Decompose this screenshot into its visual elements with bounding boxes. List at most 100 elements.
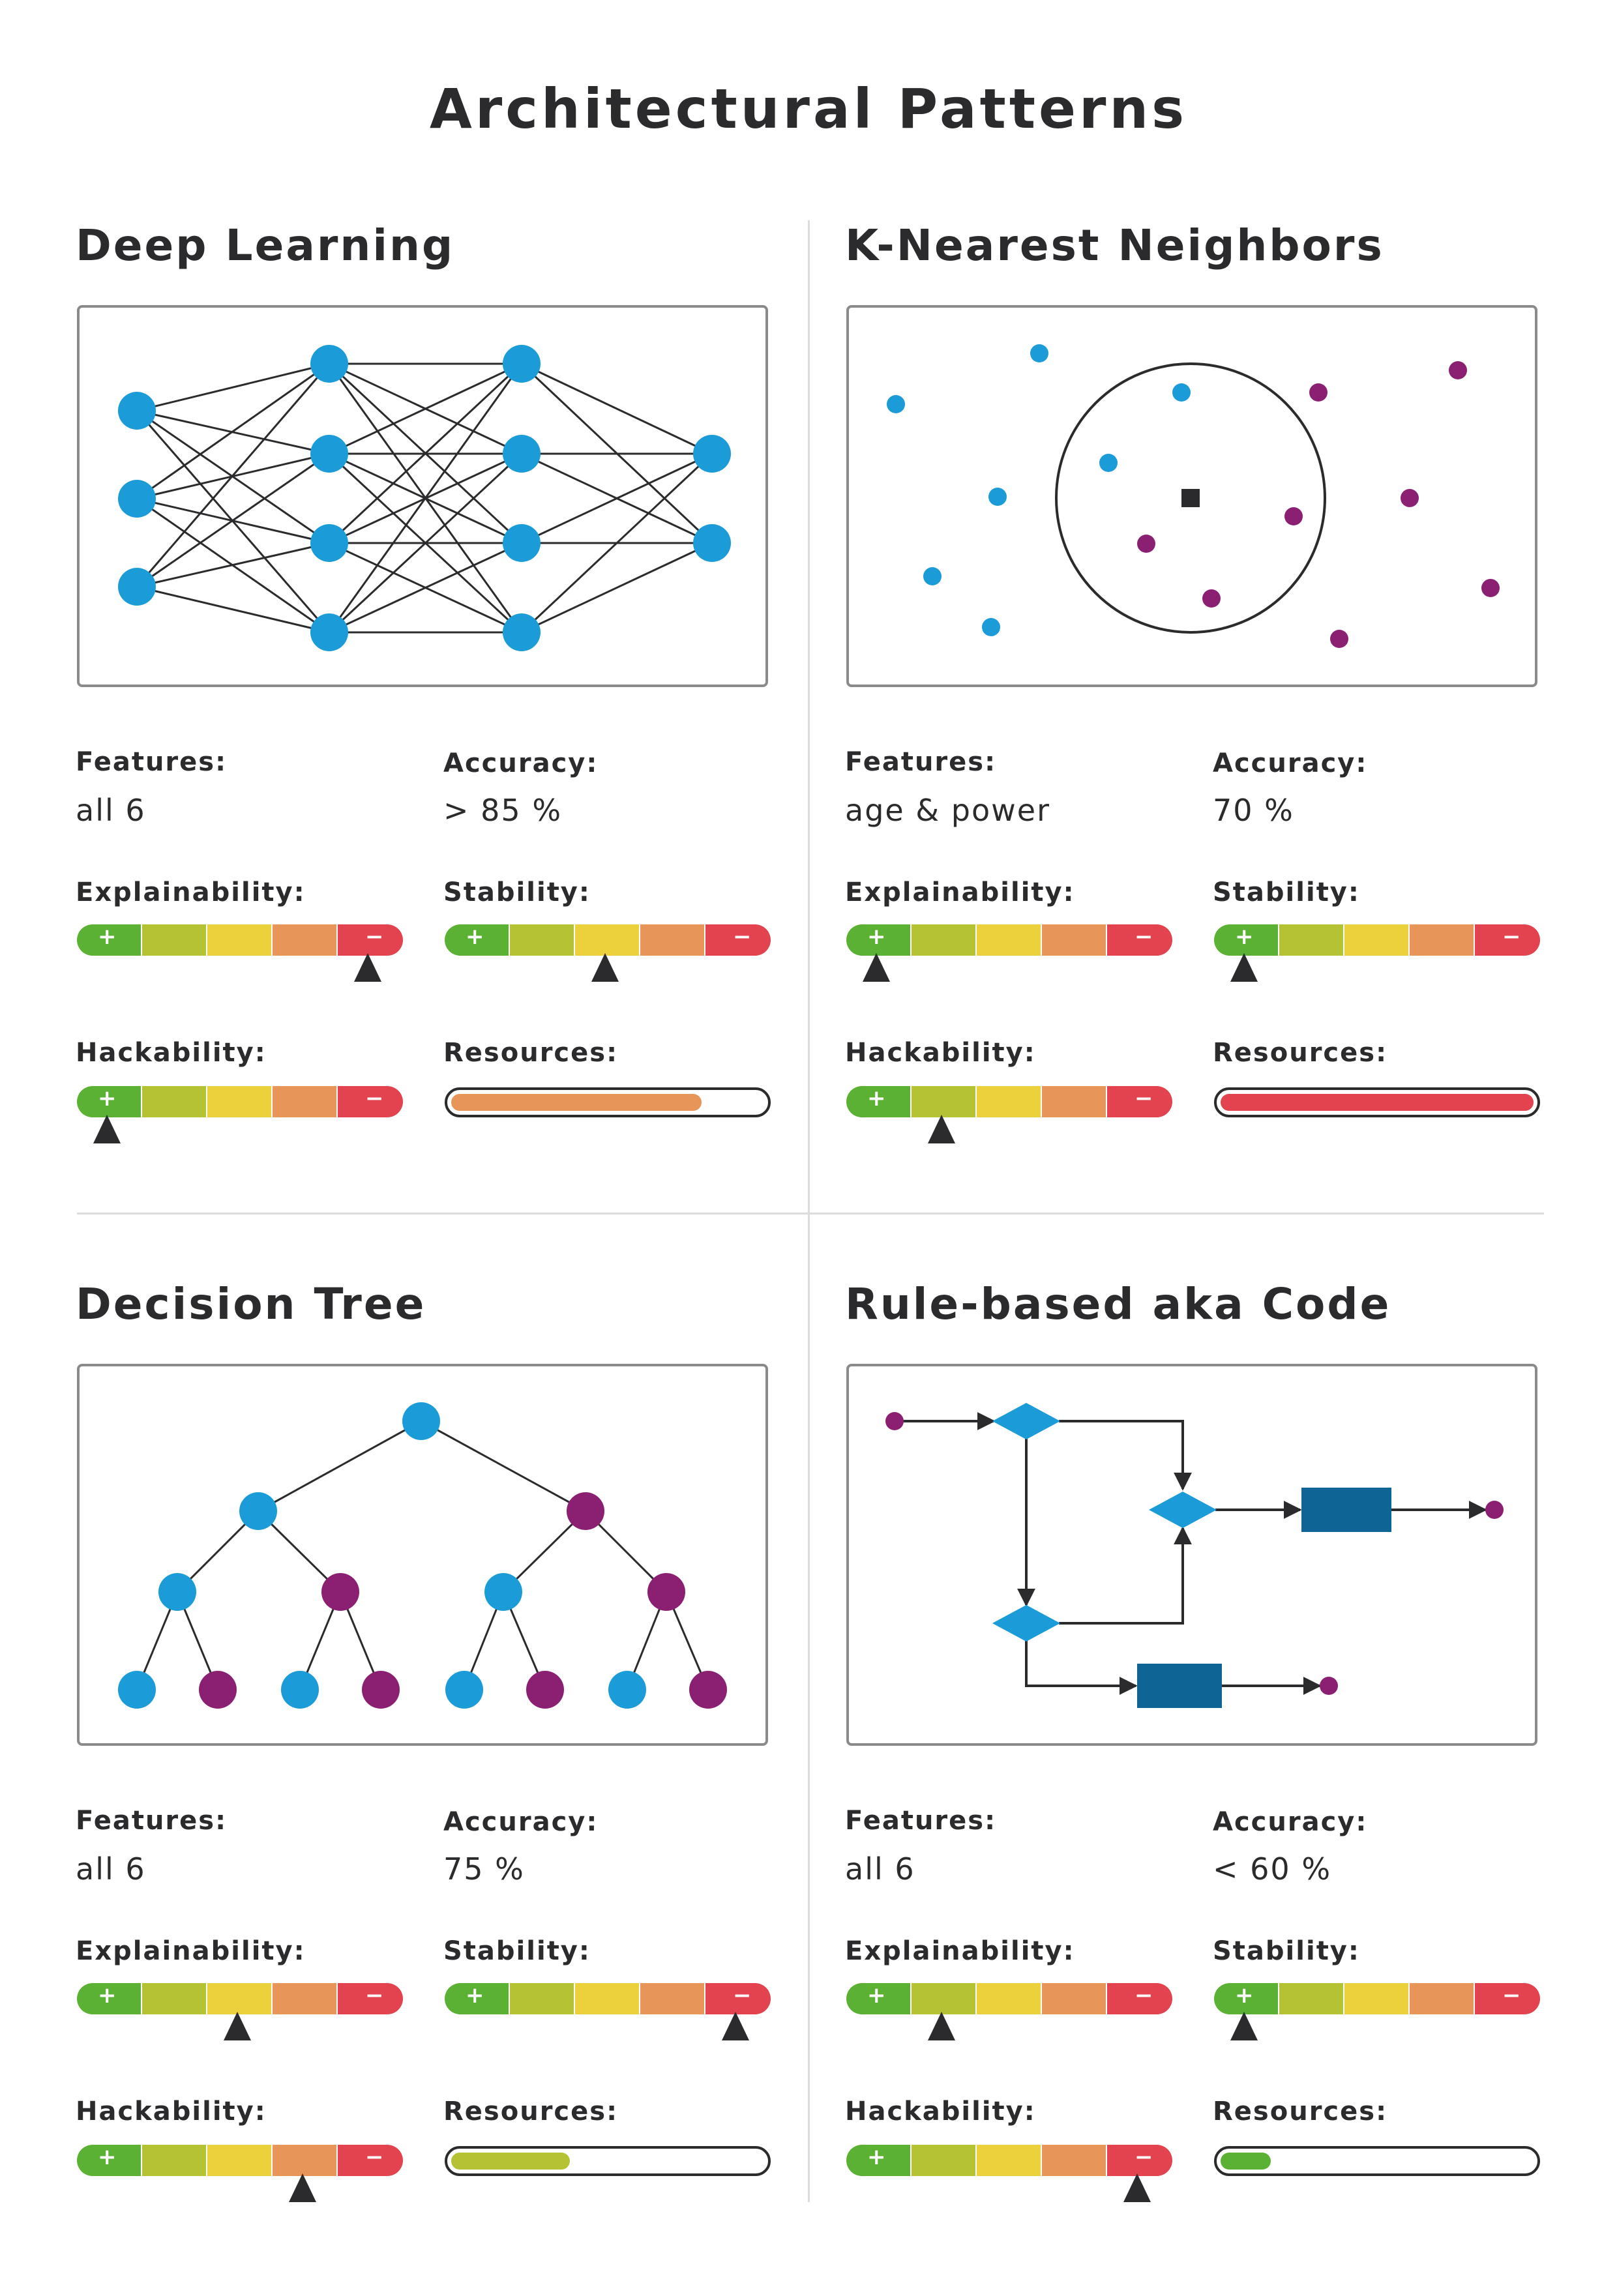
neuron-node <box>310 435 348 473</box>
stability-scale-segment <box>575 1983 639 2014</box>
hackability-scale-segment <box>273 2145 336 2176</box>
stability-scale-segment: − <box>1475 924 1540 956</box>
features-value: all 6 <box>76 1851 146 1887</box>
neuron-node <box>503 524 541 562</box>
minus-icon: − <box>365 1085 384 1111</box>
minus-icon: − <box>1135 1085 1153 1111</box>
stability-scale-segment <box>1344 1983 1408 2014</box>
plus-icon: + <box>867 2144 886 2170</box>
hackability-label: Hackability: <box>845 2097 1036 2127</box>
illustration-flowchart <box>846 1364 1537 1746</box>
flow-arrow <box>1025 1640 1138 1695</box>
resources-bar-fill <box>451 2153 570 2170</box>
hackability-pointer-icon <box>289 2173 316 2202</box>
stability-rating-scale: +− <box>445 1982 771 2048</box>
explainability-scale-segment <box>977 1983 1041 2014</box>
hackability-scale-segment <box>977 2145 1041 2176</box>
hackability-rating-scale: +− <box>846 2144 1172 2210</box>
network-connection <box>136 452 330 588</box>
blue-data-point <box>1099 454 1118 472</box>
purple-data-point <box>1202 589 1221 608</box>
accuracy-value: < 60 % <box>1213 1851 1332 1887</box>
stability-scale-segment <box>510 1983 574 2014</box>
explainability-scale-segment <box>207 924 271 956</box>
resources-label: Resources: <box>1213 2097 1388 2127</box>
tree-edge <box>257 1510 342 1593</box>
explainability-scale-segment <box>912 924 975 956</box>
resources-bar <box>1214 1087 1540 1117</box>
minus-icon: − <box>365 2144 384 2170</box>
hackability-scale-segment: − <box>338 2144 403 2176</box>
explainability-scale-segment: − <box>1107 924 1172 956</box>
minus-icon: − <box>365 924 384 950</box>
card-title: Decision Tree <box>76 1279 426 1329</box>
knn-scatter-diagram <box>887 344 1500 648</box>
tree-node <box>567 1492 604 1530</box>
network-connection <box>521 362 713 455</box>
end-point <box>1320 1677 1338 1695</box>
tree-node <box>484 1573 522 1611</box>
tree-node <box>199 1671 237 1709</box>
stability-pointer-icon <box>1230 953 1258 982</box>
neural-network-diagram <box>118 345 731 651</box>
stability-label: Stability: <box>443 1936 591 1966</box>
hackability-scale-segment <box>912 1086 975 1117</box>
explainability-rating-scale: +− <box>77 924 403 990</box>
features-label: Features: <box>845 1806 997 1836</box>
tree-edge <box>421 1420 586 1512</box>
hackability-scale-segment <box>142 1086 206 1117</box>
stability-scale-segment: + <box>445 924 509 956</box>
network-connection <box>136 362 330 500</box>
page-title: Architectural Patterns <box>429 77 1188 141</box>
hackability-scale-segment: − <box>1107 2144 1172 2176</box>
hackability-label: Hackability: <box>845 1038 1036 1068</box>
hackability-scale-segment <box>977 1086 1041 1117</box>
pattern-card-deep-learning: Deep Learning Features:Accuracy:all 6> 8… <box>76 220 773 1237</box>
neuron-node <box>118 480 156 518</box>
stability-rating-scale: +− <box>1214 924 1540 990</box>
features-value: all 6 <box>76 793 146 828</box>
hackability-pointer-icon <box>93 1115 121 1143</box>
explainability-scale-segment <box>273 1983 336 2014</box>
explainability-label: Explainability: <box>76 877 306 907</box>
accuracy-label: Accuracy: <box>1213 748 1368 778</box>
hackability-pointer-icon <box>928 1115 955 1143</box>
hackability-scale-segment: − <box>1107 1085 1172 1117</box>
stability-label: Stability: <box>1213 1936 1360 1966</box>
stability-scale-segment: − <box>1475 1982 1540 2014</box>
explainability-pointer-icon <box>224 2012 251 2040</box>
tree-node <box>647 1573 685 1611</box>
hackability-scale-segment: + <box>846 2144 910 2176</box>
features-label: Features: <box>845 747 997 777</box>
plus-icon: + <box>867 1982 886 2009</box>
stability-rating-scale: +− <box>1214 1982 1540 2048</box>
neuron-node <box>118 392 156 430</box>
plus-icon: + <box>1235 1982 1254 2009</box>
minus-icon: − <box>365 1982 384 2009</box>
plus-icon: + <box>98 924 117 950</box>
network-connection <box>136 363 331 587</box>
explainability-scale-segment: − <box>1107 1982 1172 2014</box>
hackability-scale-segment <box>207 2145 271 2176</box>
explainability-rating-scale: +− <box>77 1982 403 2048</box>
network-connection <box>521 542 713 634</box>
explainability-scale-segment: + <box>846 924 910 956</box>
tree-edge <box>176 1510 260 1593</box>
pattern-card-knn: K-Nearest Neighbors Features:Accuracy:ag… <box>845 220 1543 1237</box>
accuracy-value: 75 % <box>443 1851 525 1887</box>
illustration-neural-network <box>77 305 768 687</box>
stability-rating-scale: +− <box>445 924 771 990</box>
query-point <box>1181 489 1200 507</box>
hackability-scale-segment: + <box>77 1085 141 1117</box>
decision-diamond <box>1149 1492 1217 1528</box>
blue-data-point <box>1172 383 1191 402</box>
neuron-node <box>503 345 541 383</box>
explainability-rating-scale: +− <box>846 1982 1172 2048</box>
stability-scale-segment <box>1279 1983 1343 2014</box>
vertical-divider <box>808 220 810 2202</box>
accuracy-label: Accuracy: <box>1213 1807 1368 1837</box>
explainability-scale-segment: + <box>77 1982 141 2014</box>
explainability-pointer-icon <box>354 953 381 982</box>
explainability-scale-segment <box>207 1983 271 2014</box>
tree-node <box>526 1671 564 1709</box>
